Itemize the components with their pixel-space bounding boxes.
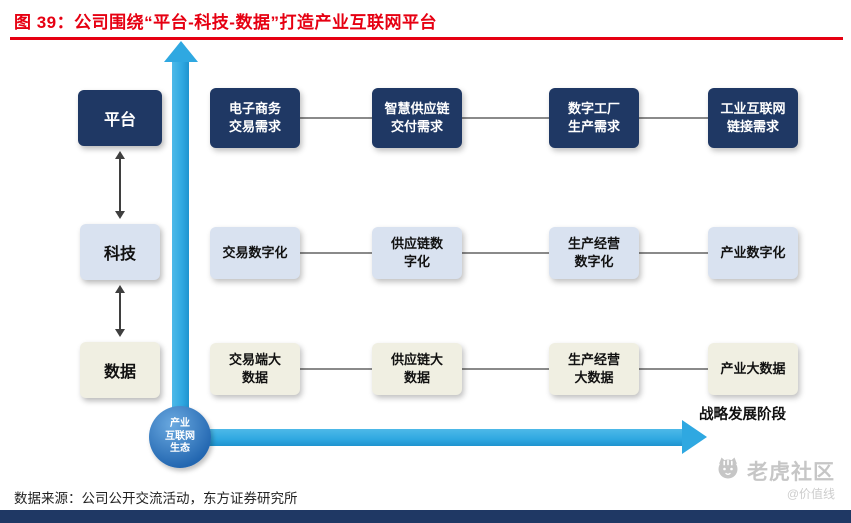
x-axis-arrowhead-icon — [682, 420, 707, 454]
connector-line-row2 — [255, 252, 755, 254]
y-label-data: 数据 — [80, 342, 160, 398]
y-label-technology: 科技 — [80, 224, 160, 280]
origin-node-industry-internet-ecosystem: 产业 互联网 生态 — [149, 406, 211, 468]
bottom-bar — [0, 510, 851, 523]
node-transaction-digitalization: 交易数字化 — [210, 227, 300, 279]
node-production-digitalization: 生产经营 数字化 — [549, 227, 639, 279]
node-transaction-bigdata: 交易端大 数据 — [210, 343, 300, 395]
node-supplychain-digitalization: 供应链数 字化 — [372, 227, 462, 279]
x-axis-label: 战略发展阶段 — [699, 407, 786, 423]
connector-line-row1 — [255, 117, 755, 119]
watermark: 老虎社区 — [715, 455, 835, 486]
node-digital-factory-demand: 数字工厂 生产需求 — [549, 88, 639, 148]
y-label-platform: 平台 — [78, 90, 162, 146]
node-supplychain-delivery-demand: 智慧供应链 交付需求 — [372, 88, 462, 148]
node-production-bigdata: 生产经营 大数据 — [549, 343, 639, 395]
title-underline — [10, 37, 843, 40]
double-arrow-technology-data — [115, 285, 125, 337]
y-axis-arrowhead-icon — [164, 41, 198, 62]
node-supplychain-bigdata: 供应链大 数据 — [372, 343, 462, 395]
data-source-text: 数据来源：公司公开交流活动，东方证券研究所 — [14, 491, 298, 506]
watermark-handle-text: @价值线 — [786, 487, 835, 501]
y-axis-arrow — [172, 60, 189, 430]
node-industry-digitalization: 产业数字化 — [708, 227, 798, 279]
node-ecommerce-demand: 电子商务 交易需求 — [210, 88, 300, 148]
figure-title: 图 39：公司围绕“平台-科技-数据”打造产业互联网平台 — [14, 13, 437, 32]
double-arrow-platform-technology — [115, 151, 125, 219]
x-axis-arrow — [198, 429, 682, 446]
watermark-brand-text: 老虎社区 — [747, 460, 835, 484]
node-industrial-internet-link-demand: 工业互联网 链接需求 — [708, 88, 798, 148]
connector-line-row3 — [255, 368, 755, 370]
node-industry-bigdata: 产业大数据 — [708, 343, 798, 395]
tiger-logo-icon — [715, 455, 741, 486]
